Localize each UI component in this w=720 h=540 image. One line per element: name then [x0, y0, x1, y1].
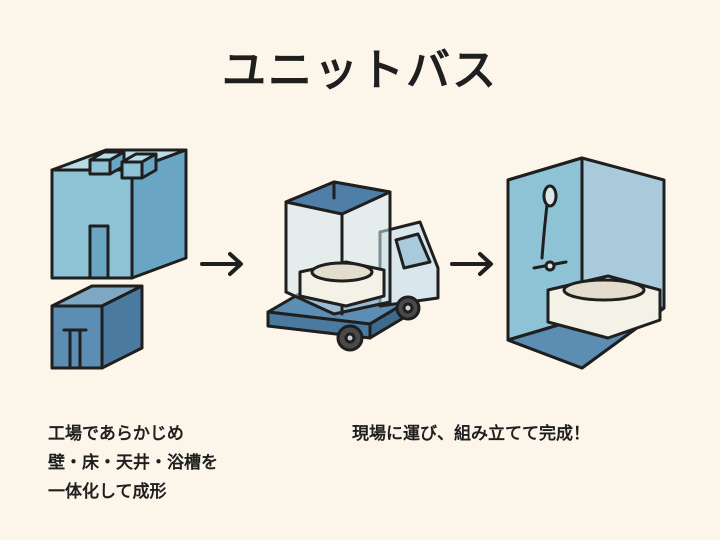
factory-icon [50, 148, 188, 280]
module-box-icon [50, 284, 144, 370]
caption-line: 一体化して成形 [48, 482, 167, 502]
caption-line: 壁・床・天井・浴槽を [48, 453, 218, 473]
arrow-right-icon [200, 252, 243, 276]
truck-icon [266, 180, 440, 352]
caption-line: 工場であらかじめ [48, 424, 184, 444]
page-title: ユニットバス [222, 45, 498, 96]
arrow-right-icon [450, 252, 493, 276]
bathroom-icon [506, 156, 666, 370]
caption-onsite-assembly: 現場に運び、組み立てて完成！ [352, 424, 590, 444]
caption-factory-process: 工場であらかじめ 壁・床・天井・浴槽を 一体化して成形 [48, 420, 218, 507]
